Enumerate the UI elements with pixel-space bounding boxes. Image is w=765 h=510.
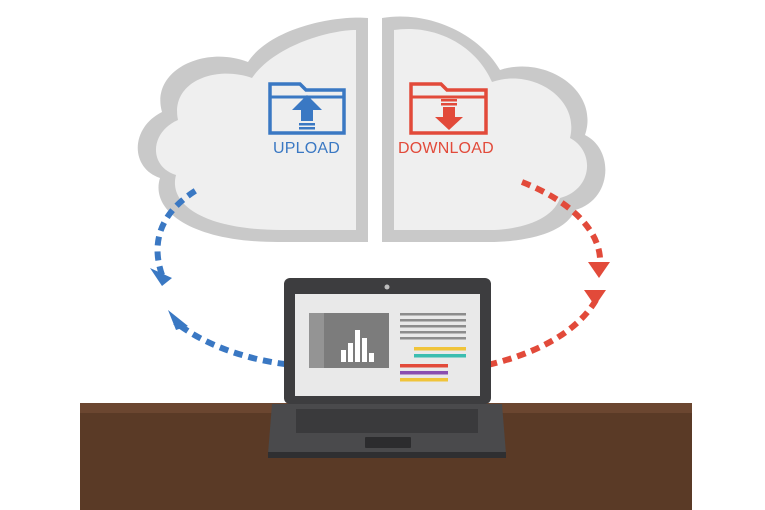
download-label: DOWNLOAD	[398, 140, 494, 157]
folder-download-icon	[409, 82, 488, 135]
laptop-trackpad	[365, 437, 411, 448]
laptop-keyboard	[296, 409, 478, 433]
laptop-camera	[384, 284, 390, 290]
laptop-front-edge	[268, 452, 506, 458]
cloud-left-half	[137, 17, 368, 243]
folder-upload-icon	[268, 82, 346, 135]
upload-label: UPLOAD	[273, 140, 340, 157]
cloud-right-half	[382, 16, 606, 243]
screen-text-lines	[400, 313, 466, 382]
screen-chart-panel	[309, 313, 389, 368]
